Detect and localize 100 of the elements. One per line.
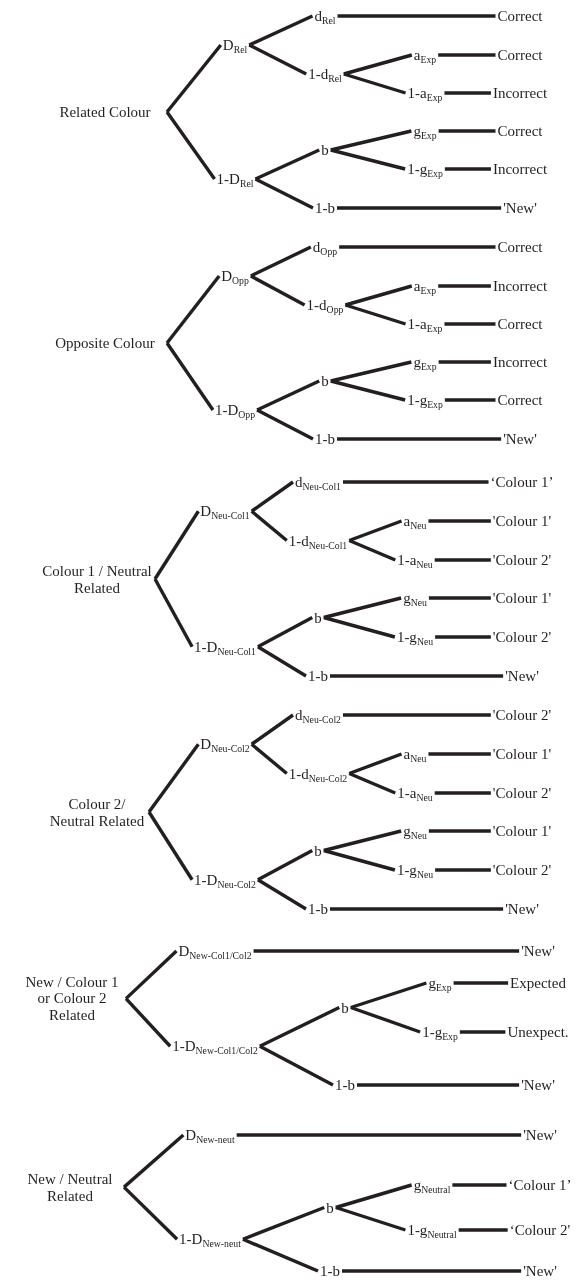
probability-label: D$_{Neu-Col2}$: [198, 736, 252, 753]
probability-label: g$_{Neu}$: [401, 822, 429, 840]
outcome-label: Correct: [495, 7, 545, 25]
connector-line: [453, 981, 509, 985]
branch-line: [147, 811, 194, 881]
outcome-label: 'New': [519, 1076, 557, 1094]
branch-line: [165, 43, 223, 114]
outcome-label: 'Colour 1': [490, 745, 554, 763]
branch-line: [122, 1133, 185, 1189]
branch-line: [348, 519, 403, 543]
branch-line: [257, 645, 307, 678]
probability-label: 1-g$_{Neutral}$: [405, 1221, 459, 1239]
connector-line: [339, 245, 496, 249]
branch-line: [248, 43, 307, 76]
branch-line: [165, 342, 215, 411]
probability-label: b: [324, 1199, 336, 1216]
outcome-label: Correct: [495, 46, 545, 64]
category-label: New / Colour 1 or Colour 2 Related: [18, 973, 126, 1024]
connector-line: [435, 868, 491, 872]
branch-line: [335, 1183, 413, 1210]
probability-label: a$_{Exp}$: [411, 46, 439, 64]
connector-line: [337, 437, 502, 441]
branch-line: [323, 848, 396, 872]
probability-label: d$_{Neu-Col1}$: [293, 473, 343, 491]
branch-line: [335, 1205, 406, 1232]
branch-line: [323, 829, 402, 853]
outcome-label: 'Colour 1': [490, 589, 554, 607]
branch-line: [344, 284, 413, 307]
probability-label: 1-b: [318, 1262, 342, 1280]
branch-line: [250, 245, 312, 278]
branch-line: [248, 14, 314, 47]
probability-label: 1-D$_{New-neut}$: [177, 1231, 243, 1248]
probability-label: 1-g$_{Exp}$: [405, 160, 445, 178]
outcome-label: 'Colour 2': [490, 706, 554, 724]
probability-label: D$_{Neu-Col1}$: [198, 503, 252, 520]
probability-label: D$_{Opp}$: [219, 267, 251, 285]
branch-line: [242, 1205, 325, 1241]
probability-label: a$_{Exp}$: [411, 277, 439, 295]
outcome-label: Correct: [495, 391, 545, 409]
probability-label: b: [339, 999, 351, 1016]
connector-line: [236, 1133, 522, 1137]
connector-line: [458, 1228, 508, 1232]
probability-label: b: [312, 842, 324, 859]
branch-line: [348, 771, 396, 795]
probability-label: 1-D$_{Neu-Col1}$: [192, 638, 258, 655]
branch-line: [323, 615, 396, 639]
probability-label: d$_{Neu-Col2}$: [293, 706, 343, 724]
branch-line: [250, 274, 306, 307]
connector-line: [330, 907, 504, 911]
probability-label: g$_{Exp}$: [411, 353, 439, 371]
outcome-label: Correct: [495, 315, 545, 333]
branch-line: [323, 596, 402, 620]
probability-label: a$_{Neu}$: [401, 512, 429, 530]
probability-label: 1-b: [333, 1076, 357, 1094]
branch-line: [250, 509, 288, 542]
outcome-label: Expected: [508, 974, 568, 992]
connector-line: [444, 398, 496, 402]
connector-line: [343, 480, 489, 484]
probability-label: 1-a$_{Neu}$: [395, 784, 435, 802]
probability-label: b: [319, 372, 331, 390]
outcome-label: Correct: [495, 238, 545, 256]
connector-line: [428, 752, 491, 756]
branch-line: [259, 1005, 340, 1048]
category-label: Colour 1 / Neutral Related: [39, 562, 155, 596]
branch-line: [124, 949, 178, 1000]
probability-label: 1-g$_{Neu}$: [394, 861, 436, 879]
probability-label: 1-d$_{Neu-Col1}$: [286, 532, 350, 549]
probability-label: b: [312, 609, 324, 626]
probability-label: 1-b: [306, 900, 330, 918]
probability-label: d$_{Rel}$: [312, 7, 338, 25]
branch-line: [122, 1185, 179, 1241]
connector-line: [435, 635, 491, 639]
connector-line: [438, 284, 491, 288]
connector-line: [438, 53, 496, 57]
probability-label: 1-D$_{Neu-Col2}$: [192, 871, 258, 888]
probability-label: 1-a$_{Exp}$: [405, 84, 445, 102]
branch-line: [153, 510, 200, 580]
category-label: Colour 2/ Neutral Related: [45, 795, 149, 829]
outcome-label: Incorrect: [490, 160, 550, 178]
branch-line: [256, 379, 320, 412]
connector-line: [337, 14, 496, 18]
probability-label: D$_{New-neut}$: [183, 1126, 237, 1144]
branch-line: [257, 878, 307, 911]
outcome-label: 'New': [503, 667, 541, 685]
branch-line: [242, 1237, 319, 1273]
probability-label: 1-g$_{Exp}$: [405, 391, 445, 409]
connector-line: [444, 167, 491, 171]
branch-line: [348, 538, 396, 562]
branch-line: [250, 480, 294, 513]
connector-line: [434, 791, 491, 795]
branch-line: [343, 53, 413, 76]
probability-label: 1-g$_{Exp}$: [420, 1023, 460, 1041]
connector-line: [428, 829, 491, 833]
probability-label: d$_{Opp}$: [310, 238, 340, 256]
probability-label: 1-b: [306, 667, 330, 685]
branch-line: [165, 274, 221, 345]
connector-line: [459, 1030, 506, 1034]
branch-line: [254, 177, 314, 210]
probability-label: g$_{Neu}$: [401, 589, 429, 607]
branch-line: [257, 616, 314, 649]
